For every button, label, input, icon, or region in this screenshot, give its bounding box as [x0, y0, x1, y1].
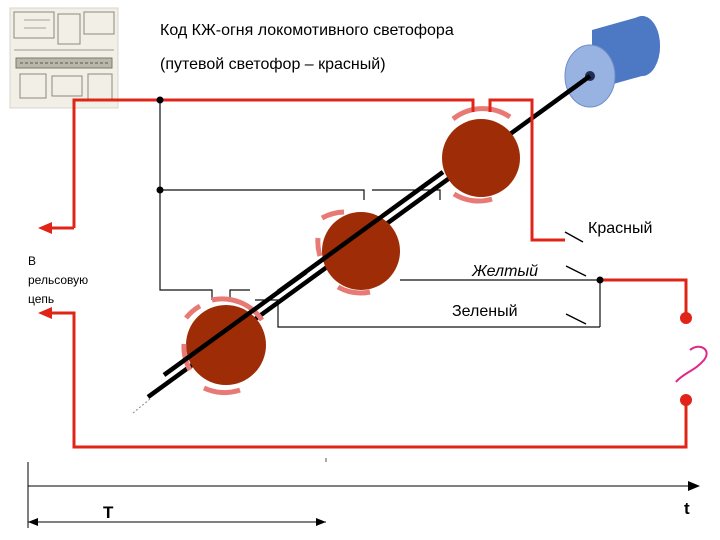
contact-icon	[564, 231, 587, 325]
cam-icon	[315, 209, 400, 296]
cam-icon	[442, 106, 520, 204]
signal-red-label: Красный	[588, 220, 653, 237]
control-wiring	[159, 100, 601, 328]
rail-circuit-label: В рельсовую цепь	[28, 252, 118, 309]
red-wiring	[52, 98, 688, 449]
arrow-left-icon	[38, 222, 52, 234]
signal-yellow-label: Желтый	[472, 263, 539, 280]
rail-label-line: рельсовую	[28, 273, 89, 287]
time-axis-label: t	[684, 499, 690, 518]
rail-label-line: В	[28, 254, 37, 268]
arrow-left-icon	[38, 307, 52, 319]
rail-label-line: цепь	[28, 292, 55, 306]
drawing-thumbnail-icon	[9, 7, 119, 109]
title-line-2: (путевой светофор – красный)	[160, 56, 386, 73]
period-label: T	[103, 503, 114, 522]
ac-source-icon	[675, 312, 708, 406]
timeline	[27, 458, 700, 528]
title-line-1: Код КЖ-огня локомотивного светофора	[160, 22, 454, 39]
signal-green-label: Зеленый	[452, 303, 518, 320]
motor-icon	[564, 16, 660, 108]
cam-icon	[181, 296, 266, 396]
